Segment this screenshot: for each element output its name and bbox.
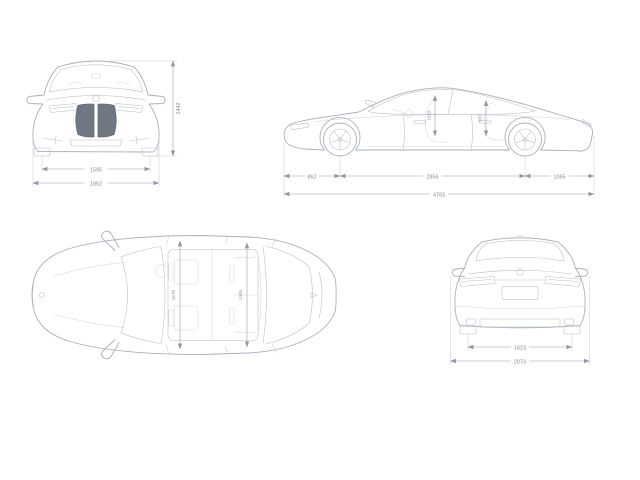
top-front-seats [168,259,199,331]
top-front-bumper-lines [31,279,35,311]
top-trunk-seam [318,271,323,319]
side-taillight [581,119,592,128]
side-front-door-handle [413,120,427,124]
rear-dimensions: 1623 2073 [450,276,590,366]
rear-car-details [456,240,584,335]
side-car-outline [283,87,594,152]
front-lower-intake [41,135,151,147]
rear-fin-antenna [516,235,524,239]
rear-left-mirror [451,267,466,277]
dim-label-rear-track: 1623 [514,346,526,352]
rear-roof [481,237,559,243]
front-kidney-grille-right [97,103,117,138]
side-front-wheel-spokes [330,131,350,150]
top-car-outline [31,230,337,360]
front-car-outline [26,60,166,153]
dim-label-wheelbase: 2856 [427,174,439,180]
rear-right-mirror [574,267,589,277]
top-hood-creases [53,262,125,328]
rear-license-plate [501,286,539,300]
side-mirror [364,99,377,108]
front-left-mirror [26,94,45,105]
side-b-pillar [447,89,454,115]
rear-car-outline [451,235,589,329]
front-car-details [33,64,159,157]
side-interior-dimensions: 1029 937 [427,95,489,137]
dim-label-interior-width-front: 1576 [171,289,176,300]
front-right-headlight [115,103,144,113]
front-roundel-logo [92,95,100,102]
top-rear-seats [229,254,262,336]
top-left-mirror [101,230,120,251]
side-door-seams [402,113,473,151]
top-fin-antenna [310,292,318,298]
front-left-headlight [48,103,77,113]
top-windshield [120,246,166,344]
front-windshield [48,64,144,93]
front-dimensions: 1595 1852 1442 [32,60,182,187]
front-hood-line [46,95,146,101]
top-car-details [31,235,323,355]
front-kidney-grille-left [75,103,95,138]
top-door-seams [165,235,277,355]
rear-window [475,240,565,262]
front-right-mirror [147,94,166,105]
dim-label-overall-height: 1442 [176,103,182,115]
dim-label-headroom-rear: 937 [478,114,483,122]
top-rear-window [262,245,313,345]
side-wheels [323,122,542,157]
rear-left-taillight [458,276,496,287]
dim-label-headroom-front: 1029 [427,110,432,121]
front-interior-hint [67,73,131,87]
rear-right-tire [563,325,581,335]
top-view: 1576 1445 [20,210,355,385]
side-view: 1029 937 862 2856 1065 4783 [272,44,617,219]
top-right-mirror [101,339,120,360]
rear-bumper-crease [456,305,584,310]
rear-roundel-logo [516,268,524,276]
side-steering-wheel [404,109,414,118]
side-headlight [289,122,310,131]
side-rear-wheel-spokes [515,131,535,150]
side-interior-seats [392,99,505,143]
side-body-silhouette [283,87,594,152]
top-body-outline [31,235,337,355]
front-left-tire [33,147,51,157]
rear-trunk-edge [468,270,572,275]
top-interior-dimensions: 1576 1445 [171,240,250,350]
top-steering-wheel [155,264,169,278]
rear-view: 1623 2073 [428,224,613,384]
dim-label-front-track: 1595 [90,167,102,173]
top-roundel-logo [39,292,45,298]
front-roof [57,60,135,68]
rear-left-tire [459,325,477,335]
front-view: 1595 1852 1442 [18,48,198,208]
side-glasshouse [367,89,536,115]
dim-label-width-incl-mirrors: 2073 [514,360,526,366]
dim-label-overall-width: 1852 [90,181,102,187]
dim-label-overall-length: 4783 [433,192,445,198]
side-dimensions: 862 2856 1065 4783 [283,136,595,198]
dim-label-rear-overhang: 1065 [554,174,566,180]
rear-diffuser [465,318,575,328]
dim-label-interior-width-rear: 1445 [238,289,243,300]
rear-right-taillight [544,276,582,287]
dim-label-front-overhang: 862 [308,174,317,180]
